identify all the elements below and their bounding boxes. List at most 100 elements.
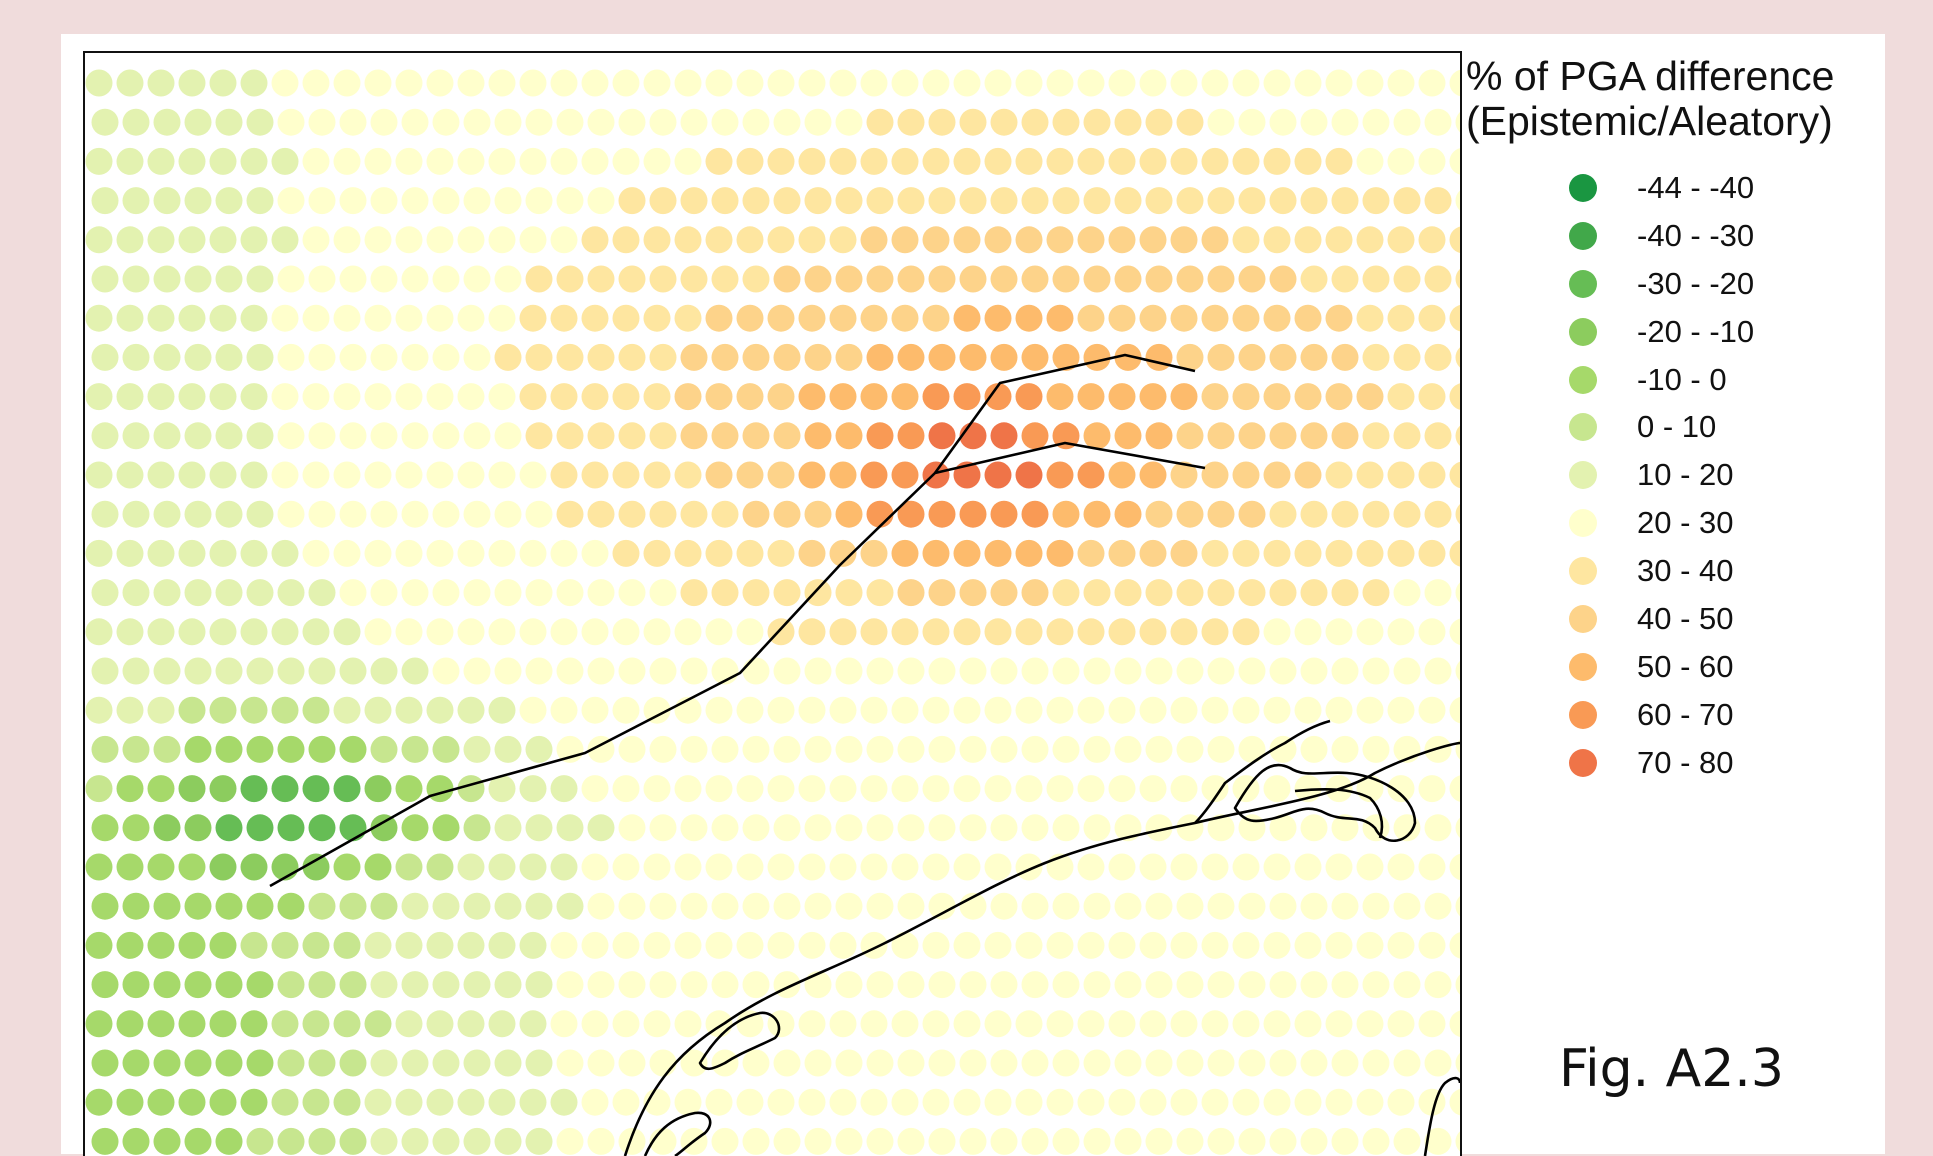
map-dot — [705, 775, 733, 803]
map-dot — [246, 187, 274, 215]
map-dot — [674, 931, 702, 959]
map-dot — [308, 1127, 336, 1155]
map-dot — [1362, 657, 1390, 685]
map-dot — [649, 343, 677, 371]
map-dot — [891, 853, 919, 881]
map-dot — [680, 422, 708, 450]
map-dot — [959, 1049, 987, 1077]
map-dot — [1170, 853, 1198, 881]
map-dot — [277, 265, 305, 293]
map-dot — [91, 1049, 119, 1077]
map-dot — [339, 892, 367, 920]
coastline — [623, 719, 1460, 1156]
map-dot — [959, 187, 987, 215]
map-dot — [767, 226, 795, 254]
map-dot — [1145, 579, 1173, 607]
map-dot — [835, 971, 863, 999]
map-dot — [488, 931, 516, 959]
map-dot — [829, 696, 857, 724]
map-dot — [1424, 1127, 1452, 1155]
map-dot — [333, 461, 361, 489]
map-dot — [426, 696, 454, 724]
map-dot — [922, 147, 950, 175]
map-dot — [1238, 187, 1266, 215]
map-dot — [798, 853, 826, 881]
map-dot — [1269, 814, 1297, 842]
map-dot — [1077, 147, 1105, 175]
map-dot — [364, 383, 392, 411]
map-dot — [1362, 892, 1390, 920]
map-dot — [308, 892, 336, 920]
map-dot — [736, 931, 764, 959]
map-dot — [277, 892, 305, 920]
map-frame[interactable] — [83, 51, 1462, 1156]
map-dot — [209, 461, 237, 489]
map-dot — [959, 657, 987, 685]
map-dot — [401, 814, 429, 842]
legend-swatch — [1569, 365, 1597, 394]
map-dot — [1077, 69, 1105, 97]
map-dot — [587, 814, 615, 842]
map-dot — [1294, 383, 1322, 411]
map-dot — [680, 343, 708, 371]
map-dot — [432, 735, 460, 763]
map-dot — [240, 931, 268, 959]
map-dot — [246, 814, 274, 842]
map-dot — [240, 775, 268, 803]
map-dot — [1207, 1127, 1235, 1155]
map-dot — [308, 1049, 336, 1077]
map-dot — [463, 735, 491, 763]
map-dot — [1263, 618, 1291, 646]
map-dot — [612, 931, 640, 959]
map-dot — [705, 147, 733, 175]
map-dot — [736, 383, 764, 411]
map-dot — [494, 422, 522, 450]
map-dot — [1387, 147, 1415, 175]
map-dot — [1083, 500, 1111, 528]
map-dot — [147, 696, 175, 724]
map-dot — [984, 304, 1012, 332]
map-dot — [1269, 579, 1297, 607]
map-dot — [1015, 304, 1043, 332]
map-dot — [364, 931, 392, 959]
map-dot — [612, 147, 640, 175]
map-dot — [1449, 932, 1460, 959]
map-dot — [1046, 696, 1074, 724]
map-dot — [1331, 422, 1359, 450]
map-dot — [1145, 892, 1173, 920]
map-dot — [1083, 579, 1111, 607]
map-dot — [1046, 69, 1074, 97]
map-dot — [928, 422, 956, 450]
map-dot — [1449, 305, 1460, 332]
map-dot — [463, 892, 491, 920]
map-dot — [463, 1127, 491, 1155]
map-dot — [1145, 814, 1173, 842]
map-dot — [618, 579, 646, 607]
map-dot — [860, 304, 888, 332]
map-dot — [618, 1049, 646, 1077]
map-dot — [773, 1049, 801, 1077]
island-west — [698, 1011, 781, 1071]
map-dot — [1362, 971, 1390, 999]
legend-label: -44 - -40 — [1637, 169, 1755, 205]
map-dot — [215, 971, 243, 999]
map-dot — [457, 226, 485, 254]
map-dot — [1300, 108, 1328, 136]
map-dot — [773, 265, 801, 293]
map-dot — [674, 1010, 702, 1038]
map-dot — [525, 657, 553, 685]
map-dot — [1362, 422, 1390, 450]
map-dot — [153, 735, 181, 763]
map-dot — [773, 422, 801, 450]
legend-label: 40 - 50 — [1637, 600, 1734, 636]
map-dot — [91, 735, 119, 763]
map-dot — [1455, 660, 1460, 682]
map-dot — [1449, 383, 1460, 410]
map-dot — [209, 853, 237, 881]
map-dot — [488, 226, 516, 254]
map-dot — [339, 265, 367, 293]
map-dot — [922, 383, 950, 411]
map-dot — [928, 265, 956, 293]
map-dot — [488, 539, 516, 567]
map-svg[interactable] — [85, 53, 1460, 1156]
